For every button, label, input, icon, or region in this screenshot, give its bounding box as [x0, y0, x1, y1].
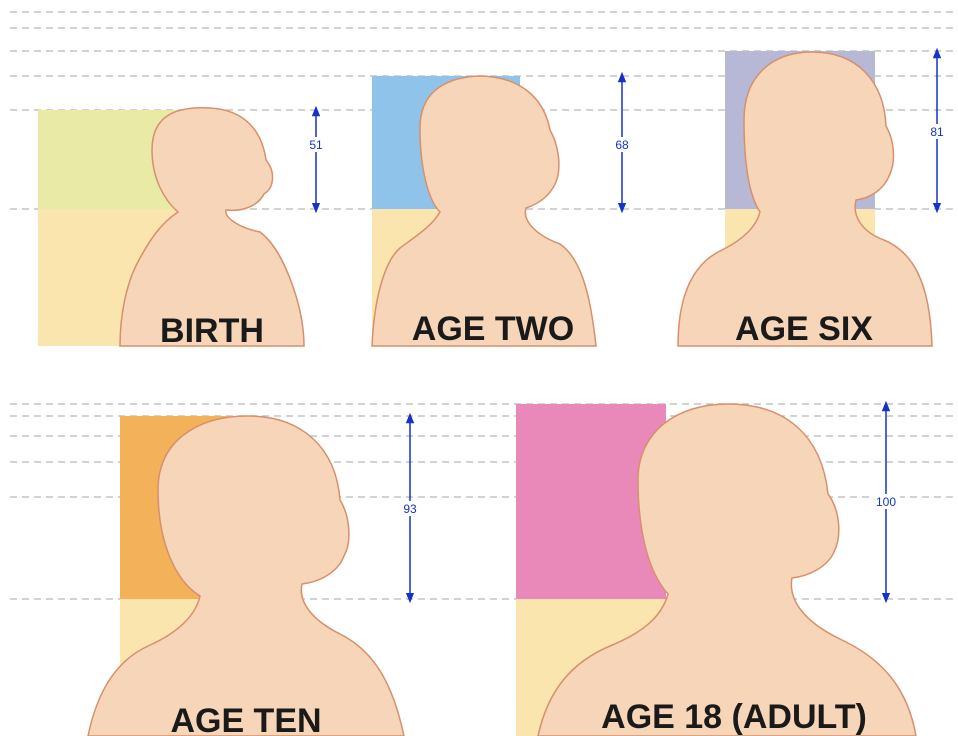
measure-label: 68: [615, 138, 629, 152]
panel-age-six: AGE SIX 81: [678, 51, 948, 348]
measure-label: 93: [403, 502, 417, 516]
measure-label: 81: [930, 125, 944, 139]
panel-label: AGE TEN: [170, 702, 321, 736]
measure-label: 100: [876, 495, 896, 509]
panel-label: BIRTH: [160, 312, 264, 350]
figure-silhouette: [678, 52, 932, 346]
panel-label: AGE TWO: [412, 310, 574, 348]
panel-age-18-adult: AGE 18 (ADULT) 100: [516, 404, 916, 736]
panel-label: AGE 18 (ADULT): [601, 698, 867, 736]
panel-birth: BIRTH 51: [38, 108, 327, 350]
panel-age-two: AGE TWO 68: [372, 76, 633, 348]
measure-label: 51: [309, 138, 323, 152]
panel-age-ten: AGE TEN 93: [88, 416, 421, 736]
panel-label: AGE SIX: [735, 310, 873, 348]
